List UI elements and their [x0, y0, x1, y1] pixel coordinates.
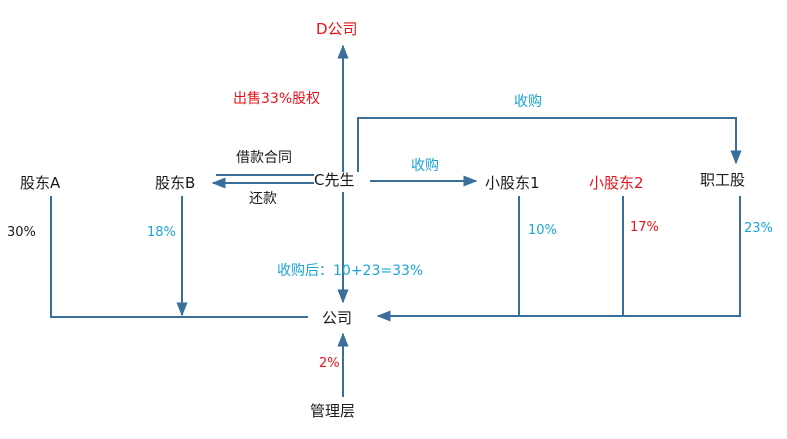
label-loan-contract: 借款合同	[236, 150, 292, 166]
arrow-c-to-employee	[357, 117, 742, 172]
label-sell-33: 出售33%股权	[233, 91, 321, 107]
node-small-shareholder-1: 小股东1	[485, 174, 540, 192]
pct-management: 2%	[319, 356, 340, 371]
pct-small-shareholder-1: 10%	[528, 223, 557, 238]
pct-employee-shares: 23%	[744, 221, 773, 236]
node-employee-shares: 职工股	[700, 171, 746, 189]
label-repay: 还款	[249, 191, 277, 207]
node-shareholder-b: 股东B	[155, 174, 196, 192]
label-after-acquisition: 收购后：10+23=33%	[277, 263, 424, 279]
pct-small-shareholder-2: 17%	[630, 220, 659, 235]
node-small-shareholder-2: 小股东2	[589, 174, 644, 192]
pct-shareholder-a: 30%	[7, 225, 36, 240]
line-a-to-company	[50, 196, 308, 318]
label-acquire-mid: 收购	[411, 158, 439, 174]
node-company: 公司	[322, 309, 353, 327]
label-acquire-top: 收购	[514, 94, 542, 110]
pct-shareholder-b: 18%	[147, 225, 176, 240]
node-d-company: D公司	[316, 20, 358, 38]
node-shareholder-a: 股东A	[20, 174, 61, 192]
node-mr-c: C先生	[314, 171, 355, 189]
line-employee	[376, 196, 741, 322]
node-management: 管理层	[310, 402, 356, 420]
